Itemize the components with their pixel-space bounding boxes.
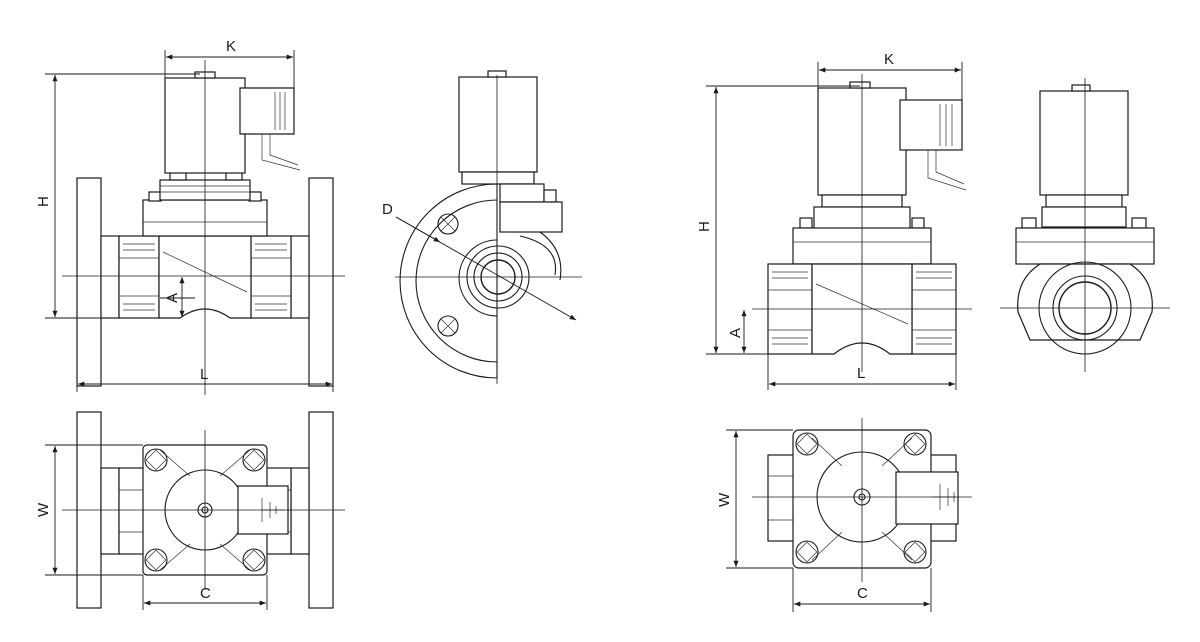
dimension-c-right: C: [792, 568, 932, 612]
dimension-a-left: A: [160, 277, 195, 317]
threaded-valve-side-view: [1000, 78, 1170, 372]
flanged-valve-top-view: [62, 411, 345, 609]
threaded-valve-top-view: [752, 418, 972, 582]
label-d: D: [382, 201, 393, 218]
dimension-k-left: K: [164, 38, 295, 88]
threaded-valve-front-view: [752, 74, 972, 372]
label-l: L: [200, 366, 208, 383]
label-k: K: [226, 38, 236, 55]
dimension-w-left: W: [35, 444, 143, 576]
label-a-right: A: [727, 328, 744, 338]
label-k-right: K: [884, 51, 894, 68]
label-w: W: [35, 502, 52, 517]
dimension-c-left: C: [142, 575, 268, 610]
label-h: H: [35, 196, 52, 207]
dimension-l-left: L: [76, 366, 334, 392]
flanged-valve-front-view: [62, 60, 345, 395]
dimension-k-right: K: [817, 51, 963, 100]
bolt-heads-right: [795, 432, 927, 564]
dimension-w-right: W: [716, 429, 793, 569]
label-h-right: H: [696, 221, 713, 232]
dimension-h-left: H: [35, 73, 200, 319]
dimension-l-right: L: [767, 354, 957, 390]
label-a: A: [164, 293, 181, 303]
label-w-right: W: [716, 492, 733, 507]
label-c-right: C: [857, 585, 868, 602]
bolt-heads: [144, 448, 266, 572]
label-c: C: [200, 585, 211, 602]
dimension-a-right: A: [727, 310, 768, 355]
label-l-right: L: [857, 365, 865, 382]
flanged-valve-side-view: D: [382, 70, 582, 384]
